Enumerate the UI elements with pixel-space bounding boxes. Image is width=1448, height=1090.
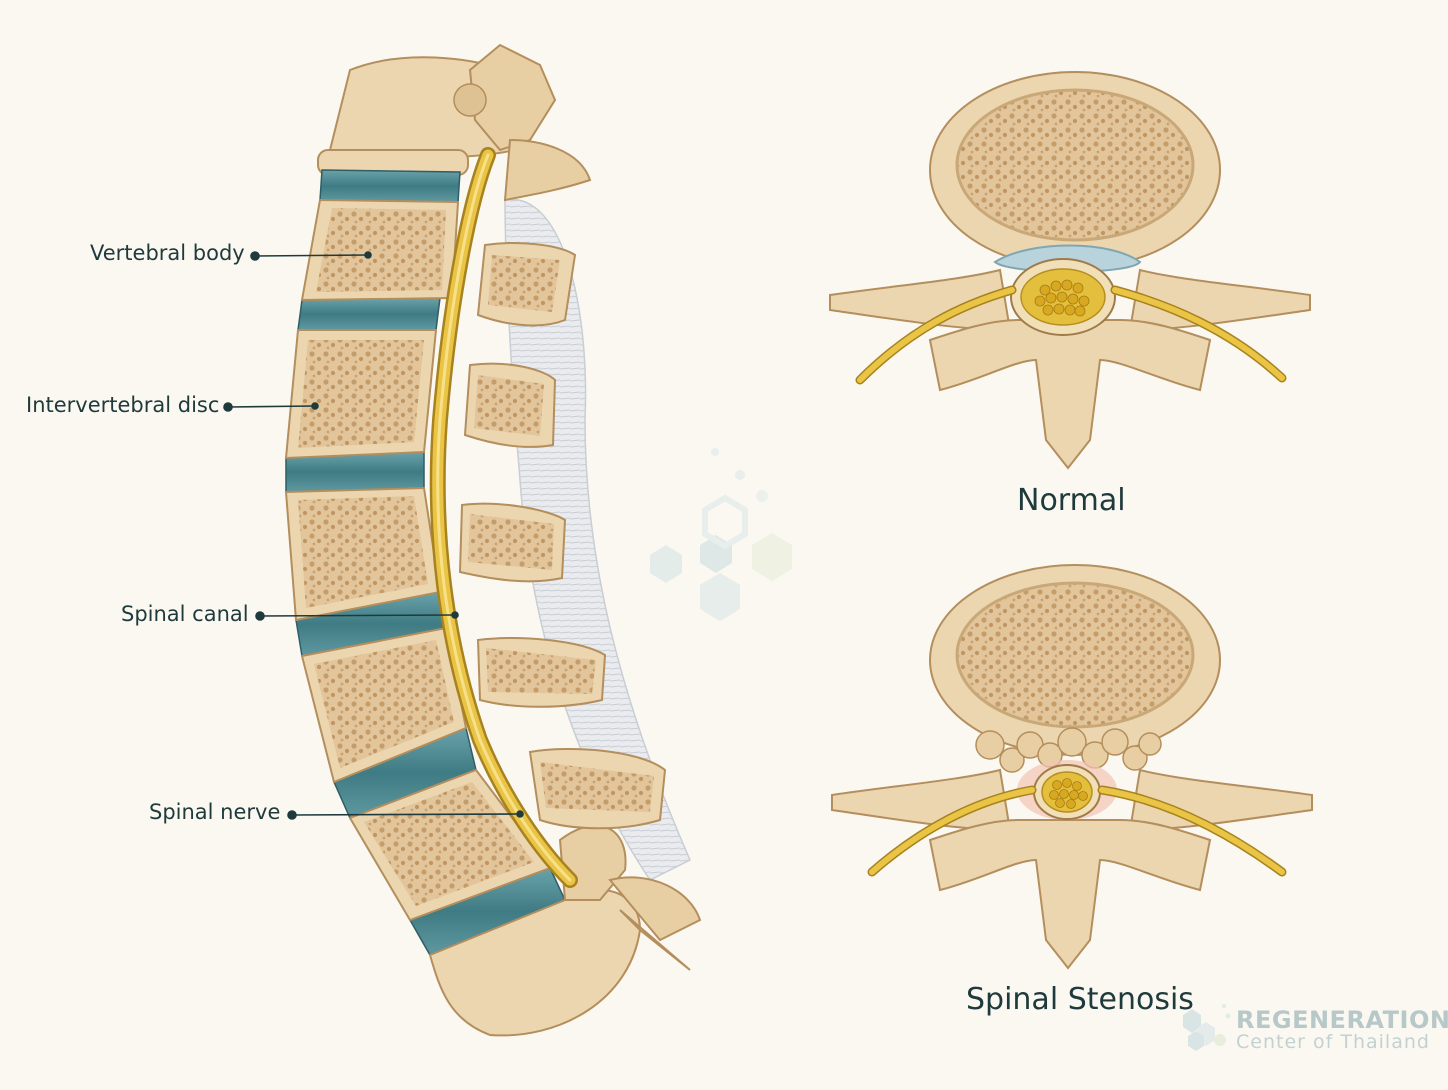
posterior-elements: [458, 242, 667, 830]
logo-subtitle: Center of Thailand: [1236, 1031, 1430, 1053]
sacrum: [428, 889, 642, 1037]
watermark-logo: [650, 448, 792, 621]
vertebral-body-2: [298, 340, 424, 448]
label-spinal-canal: Spinal canal: [121, 602, 249, 626]
vertebral-body-1: [316, 208, 446, 292]
vertebral-body-4: [314, 640, 454, 768]
label-intervertebral-disc: Intervertebral disc: [26, 393, 220, 417]
logo-name: REGENERATION: [1236, 1006, 1448, 1034]
normal-cross-section: [829, 71, 1311, 470]
leader-lines: [223, 251, 524, 820]
label-vertebral-body: Vertebral body: [90, 241, 245, 265]
disc-2: [297, 297, 441, 331]
spine-side-view: [284, 43, 702, 1037]
disc-1: [319, 169, 461, 203]
regeneration-logo-icon: [1183, 1004, 1231, 1051]
caption-normal: Normal: [1017, 483, 1126, 518]
caption-spinal-stenosis: Spinal Stenosis: [966, 982, 1194, 1017]
vertebral-body-5: [364, 782, 534, 906]
stenosis-cross-section: [831, 564, 1313, 970]
label-spinal-nerve: Spinal nerve: [149, 800, 281, 824]
vertebral-body-3: [298, 496, 428, 608]
